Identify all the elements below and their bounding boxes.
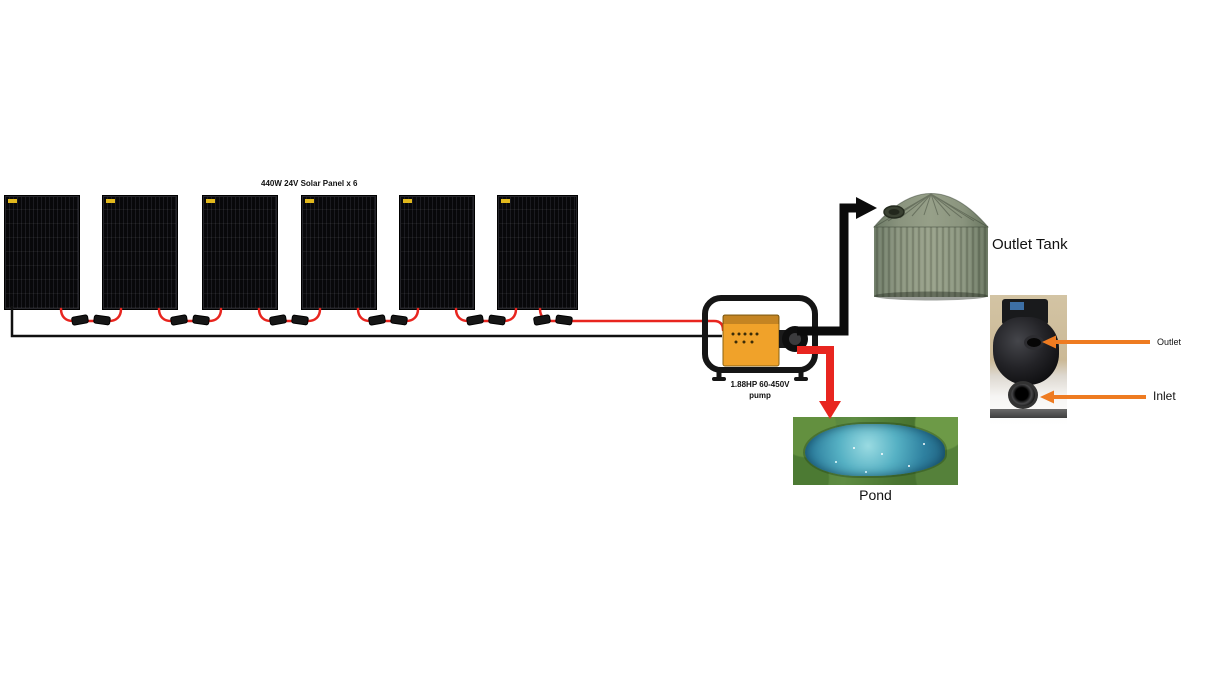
solar-pump-unit: [702, 295, 818, 381]
mc4-connector: [269, 314, 287, 326]
pump-photo-inlet-port: [1008, 381, 1038, 409]
tank-ribs: [874, 226, 988, 297]
outlet-tank: [872, 193, 990, 301]
pump-head: [782, 326, 808, 352]
mc4-connector: [71, 314, 89, 326]
tank-body: [874, 226, 988, 297]
mc4-connector: [555, 314, 573, 326]
pump-head-hub: [789, 333, 801, 345]
pump-photo-label-sticker: [1010, 302, 1024, 310]
mc4-connector: [488, 314, 506, 326]
tank-lid: [883, 205, 905, 219]
solar-array-label: 440W 24V Solar Panel x 6: [261, 179, 358, 188]
solar-panel: [5, 196, 79, 309]
mc4-connector: [466, 314, 484, 326]
mc4-connector: [533, 314, 551, 326]
pond-label: Pond: [859, 487, 892, 503]
panel-sticker: [501, 199, 510, 203]
pump-photo-base: [990, 409, 1067, 418]
solar-panel: [498, 196, 577, 309]
series-wire: [59, 307, 123, 323]
mc4-connector: [93, 314, 111, 326]
panel-sticker: [403, 199, 412, 203]
pump-photo-body: [993, 317, 1059, 385]
pump-shaft: [779, 330, 793, 348]
panel-sticker: [206, 199, 215, 203]
array-to-pump-wire: [538, 307, 725, 332]
tank-pipe-arrowhead: [856, 197, 877, 219]
pump-box-top-strip: [723, 315, 779, 324]
mc4-connector: [368, 314, 386, 326]
solar-panel: [400, 196, 474, 309]
mc4-connector: [390, 314, 408, 326]
series-wire: [157, 307, 223, 323]
solar-panel: [203, 196, 277, 309]
pump-to-tank-pipe: [797, 203, 858, 336]
series-wire: [454, 307, 518, 323]
pond-image: [793, 417, 958, 485]
series-wire: [356, 307, 420, 323]
solar-panel: [302, 196, 376, 309]
pump-terminals: [731, 332, 759, 344]
mc4-connector: [192, 314, 210, 326]
pump-label-line2: pump: [749, 390, 771, 400]
tank-base-shadow: [874, 291, 988, 301]
tank-dome: [872, 193, 990, 228]
mc4-connector: [170, 314, 188, 326]
tank-lid-center: [888, 209, 900, 215]
panel-sticker: [8, 199, 17, 203]
pond-sparkles: [853, 447, 855, 449]
pump-controller-box: [722, 314, 780, 367]
panel-sticker: [305, 199, 314, 203]
outlet-tank-label: Outlet Tank: [992, 236, 1068, 253]
series-wire: [257, 307, 322, 323]
mc4-connector: [291, 314, 309, 326]
pump-label-line1: 1.88HP 60-450V: [730, 380, 790, 389]
solar-panel: [103, 196, 177, 309]
pump-photo-outlet-port: [1024, 335, 1044, 350]
pump-label: 1.88HP 60-450V pump: [704, 380, 816, 402]
pump-photo: [990, 295, 1067, 425]
inlet-label: Inlet: [1153, 389, 1176, 403]
outlet-label: Outlet: [1157, 337, 1182, 347]
black-bus-wire: [10, 306, 722, 338]
tank-dome-ridges: [875, 193, 987, 227]
pump-frame: [702, 295, 818, 373]
pond-water: [805, 424, 945, 476]
panel-sticker: [106, 199, 115, 203]
